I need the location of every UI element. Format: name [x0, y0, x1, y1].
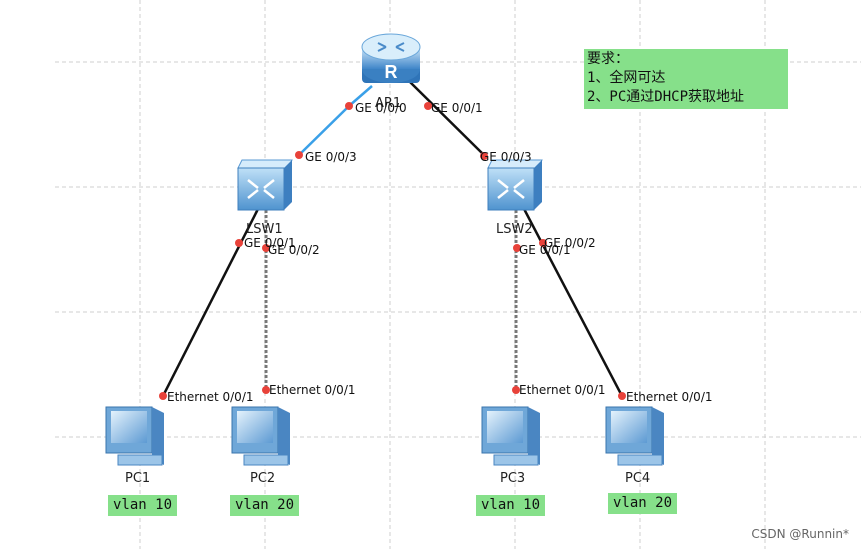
- requirements-title: 要求：: [587, 51, 629, 67]
- switch-icon-lsw2[interactable]: [487, 159, 543, 211]
- port-label-ar1-g0: GE 0/0/0: [355, 101, 407, 115]
- vlan-tag-pc2: vlan 20: [230, 495, 300, 516]
- pc1-name: PC1: [125, 471, 151, 486]
- lsw1-name: LSW1: [246, 222, 283, 237]
- links: [161, 81, 624, 397]
- switch-icon-lsw1[interactable]: [237, 159, 293, 211]
- port-label-pc4: Ethernet 0/0/1: [626, 390, 713, 404]
- link-lsw2-pc4[interactable]: [520, 204, 624, 397]
- router-name: AR1: [375, 96, 402, 111]
- requirements-item-1: 1、全网可达: [587, 70, 666, 86]
- vlan-tag-pc4: vlan 20: [608, 493, 678, 514]
- pc-icon-pc3[interactable]: [481, 406, 540, 466]
- link-lsw1-pc1[interactable]: [161, 204, 262, 397]
- port-label-lsw2-g2: GE 0/0/2: [544, 236, 596, 250]
- port-label-lsw2-g3: GE 0/0/3: [480, 150, 532, 164]
- pc4-name: PC4: [625, 471, 651, 486]
- port-label-lsw1-g2: GE 0/0/2: [268, 243, 320, 257]
- svg-text:R: R: [385, 62, 398, 82]
- requirements-note: 要求： 1、全网可达 2、PC通过DHCP获取地址: [584, 49, 788, 109]
- pc-icon-pc4[interactable]: [605, 406, 664, 466]
- port-label-pc1: Ethernet 0/0/1: [167, 390, 254, 404]
- vlan-tag-pc3: vlan 10: [476, 495, 546, 516]
- watermark: CSDN @Runnin*: [751, 527, 849, 541]
- port-label-pc3: Ethernet 0/0/1: [519, 383, 606, 397]
- link-ar1-lsw2[interactable]: [409, 81, 487, 158]
- port-dots: [159, 102, 626, 400]
- lsw2-name: LSW2: [496, 222, 533, 237]
- port-label-lsw1-g1: GE 0/0/1: [244, 236, 296, 250]
- requirements-item-2: 2、PC通过DHCP获取地址: [587, 89, 745, 105]
- port-label-lsw2-g1: GE 0/0/1: [519, 243, 571, 257]
- port-label-pc2: Ethernet 0/0/1: [269, 383, 356, 397]
- port-label-lsw1-g3: GE 0/0/3: [305, 150, 357, 164]
- pc3-name: PC3: [500, 471, 526, 486]
- pc-icon-pc1[interactable]: [105, 406, 164, 466]
- vlan-tag-pc1: vlan 10: [108, 495, 178, 516]
- link-ar1-lsw1-tail: [348, 85, 373, 107]
- link-ar1-lsw1[interactable]: [298, 105, 350, 156]
- port-label-ar1-g1: GE 0/0/1: [431, 101, 483, 115]
- pc-icon-pc2[interactable]: [231, 406, 290, 466]
- router-icon[interactable]: R: [361, 33, 421, 83]
- pc2-name: PC2: [250, 471, 276, 486]
